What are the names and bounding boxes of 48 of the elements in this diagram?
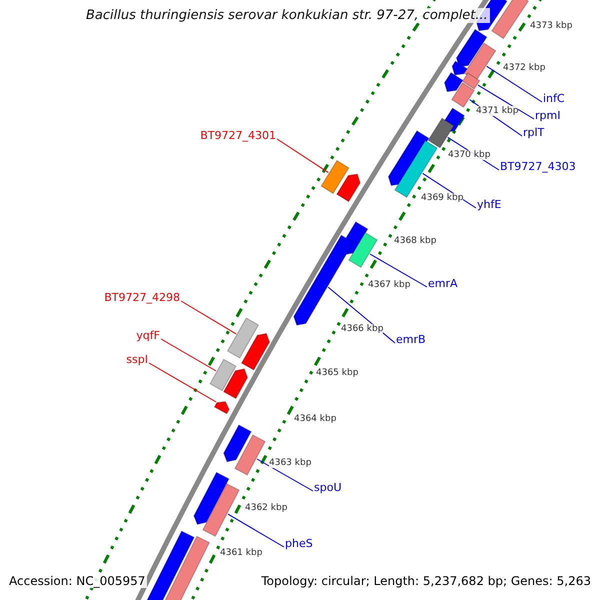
gene-label: BT9727_4301 — [200, 129, 276, 142]
gene-feature — [226, 317, 260, 359]
gene-label: rpmI — [535, 109, 560, 122]
tick-label: 4367 kbp — [368, 280, 410, 290]
tick-label: 4364 kbp — [294, 414, 336, 424]
tick-label: 4369 kbp — [421, 193, 464, 203]
gene-label: pheS — [285, 537, 313, 550]
leader-line — [160, 338, 217, 372]
tick-label: 4368 kbp — [394, 236, 436, 246]
gene-label: emrA — [428, 277, 458, 290]
gene-feature — [202, 483, 240, 537]
tick-label: 4365 kbp — [316, 368, 358, 378]
gene-feature — [427, 118, 455, 148]
leader-line — [256, 458, 314, 492]
leader-line — [369, 254, 428, 288]
tick-label: 4371 kbp — [476, 106, 518, 116]
map-title: Bacillus thuringiensis serovar konkukian str. 97-27, complet... — [84, 8, 490, 23]
leader-line — [180, 300, 237, 334]
tick-label: 4372 kbp — [503, 63, 546, 73]
genome-info: Topology: circular; Length: 5,237,682 bp; Genes: 5,263 — [259, 574, 593, 588]
gene-feature — [209, 358, 237, 392]
gene-feature — [462, 72, 480, 90]
gene-feature — [348, 232, 378, 268]
gene-feature — [293, 234, 354, 326]
tick-label: 4366 kbp — [341, 324, 384, 334]
gene-feature — [234, 434, 266, 476]
gene-feature — [451, 82, 475, 108]
leader-line — [477, 84, 534, 120]
gene-label: emrB — [396, 333, 426, 346]
leader-line — [148, 362, 217, 402]
leader-line — [227, 514, 284, 548]
accession-label: Accession: NC_005957 — [7, 574, 148, 588]
tick-label: 4373 kbp — [530, 21, 572, 31]
leader-line — [486, 66, 542, 102]
gene-label: sspI — [126, 353, 148, 366]
gene-label: BT9727_4303 — [500, 160, 576, 173]
gene-feature — [320, 160, 350, 194]
gene-label: rplT — [523, 126, 544, 139]
tick-label: 4361 kbp — [220, 548, 262, 558]
gene-label: spoU — [314, 481, 342, 494]
gene-label: infC — [543, 92, 565, 105]
gene-feature — [214, 401, 230, 414]
tick-label: 4363 kbp — [269, 458, 312, 468]
leader-line — [276, 138, 329, 174]
tick-label: 4370 kbp — [448, 150, 490, 160]
gene-label: BT9727_4298 — [104, 291, 180, 304]
gene-label: yhfE — [477, 198, 502, 211]
gene-label: yqfF — [136, 329, 160, 342]
